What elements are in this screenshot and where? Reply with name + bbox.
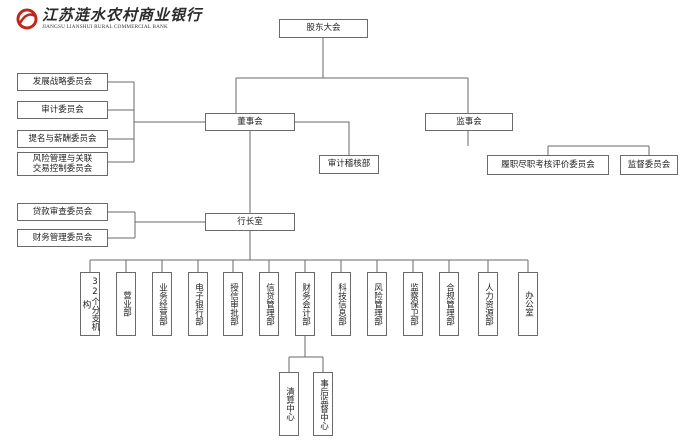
dept-e-banking: 电子银行部 [188,272,208,336]
supervisory-board-node: 监事会 [425,113,513,131]
supervisory-committee-supervision: 监督委员会 [620,155,678,175]
dept-risk-management: 风险管理部 [367,272,387,336]
president-office-node: 行长室 [205,213,295,231]
dept-compliance: 合规管理部 [439,272,459,336]
bank-logo: 江苏涟水农村商业银行 JIANGSU LIANSHUI RURAL COMMER… [16,8,202,30]
finance-clearing-center: 清算中心 [279,372,299,436]
bank-emblem-icon [16,8,38,30]
dept-finance-accounting: 财务会计部 [295,272,315,336]
dept-credit-approval: 授信审批部 [223,272,243,336]
dept-human-resources: 人力资源部 [478,272,498,336]
dept-business-office: 营业部 [116,272,136,336]
president-committee-finance: 财务管理委员会 [17,229,108,247]
dept-technology: 科技信息部 [331,272,351,336]
dept-supervision-security: 监察保卫部 [403,272,423,336]
bank-name-chinese: 江苏涟水农村商业银行 [42,6,203,24]
shareholders-meeting-node: 股东大会 [279,19,368,38]
audit-dept-node: 审计稽核部 [319,155,379,174]
dept-credit-management: 信贷管理部 [259,272,279,336]
board-committee-risk: 风险管理与关联交易控制委员会 [17,152,108,176]
finance-post-supervision-center: 事后监督中心 [313,372,333,436]
dept-business-operations: 业务经营部 [152,272,172,336]
supervisory-committee-evaluation: 履职尽职考核评价委员会 [487,155,609,175]
bank-name-english: JIANGSU LIANSHUI RURAL COMMERCIAL BANK [42,24,168,30]
dept-branches: 32个分支机构 [80,272,100,336]
board-committee-audit: 审计委员会 [17,101,108,119]
dept-general-office: 办公室 [518,272,538,336]
board-committee-nomination: 提名与薪酬委员会 [17,130,108,148]
board-node: 董事会 [205,113,295,131]
president-committee-loan: 贷款审查委员会 [17,203,108,221]
board-committee-strategy: 发展战略委员会 [17,73,108,91]
